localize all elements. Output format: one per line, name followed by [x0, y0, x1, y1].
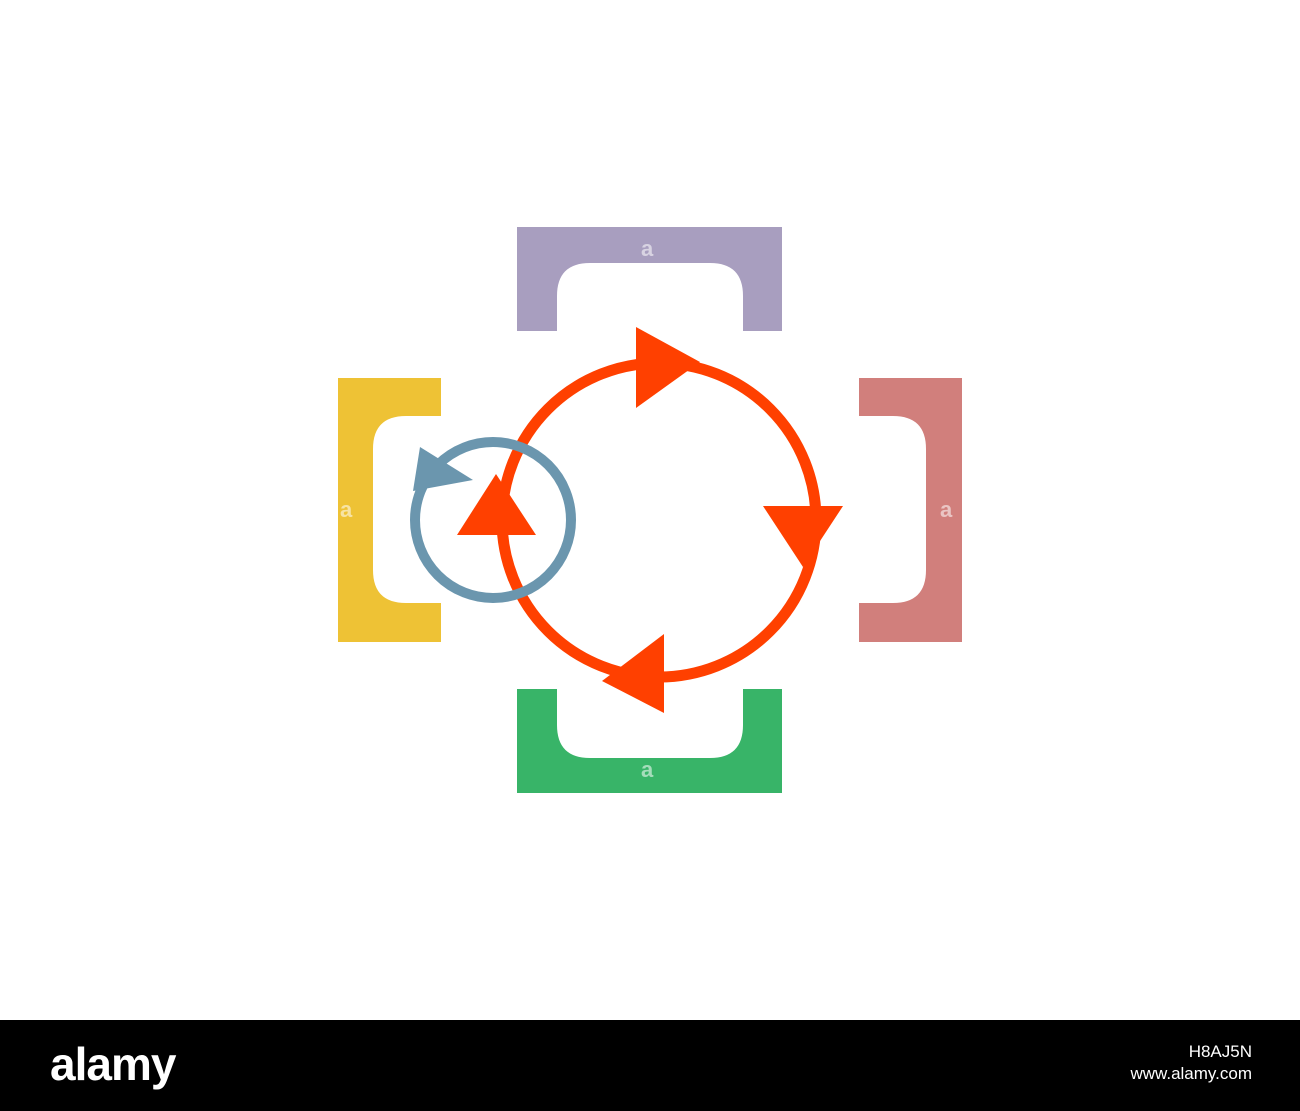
bottom-bracket-watermark: a [641, 757, 654, 782]
image-id-block: H8AJ5N www.alamy.com [1130, 1041, 1252, 1085]
stock-footer-bar: alamy H8AJ5N www.alamy.com [0, 1020, 1300, 1111]
main-cycle-arrow-top [636, 327, 700, 408]
site-url: www.alamy.com [1130, 1064, 1252, 1083]
top-bracket-watermark: a [641, 236, 654, 261]
left-bracket-watermark: a [340, 497, 353, 522]
alamy-logo: alamy [50, 1038, 176, 1090]
diagram-canvas: a a a a [338, 227, 962, 793]
main-cycle-arrow-bottom [602, 634, 664, 713]
main-cycle-ring [496, 357, 822, 683]
small-cycle-ring [410, 437, 576, 603]
cycle-diagram: a a a a [338, 227, 962, 793]
right-bracket-watermark: a [940, 497, 953, 522]
main-cycle-arrow-right [763, 506, 843, 567]
main-cycle-arrow-left [457, 474, 536, 535]
left-bracket [338, 378, 441, 642]
top-bracket [517, 227, 782, 331]
small-cycle-arrow [413, 447, 473, 491]
right-bracket [859, 378, 962, 642]
image-id: H8AJ5N [1188, 1042, 1252, 1061]
bottom-bracket [517, 689, 782, 793]
